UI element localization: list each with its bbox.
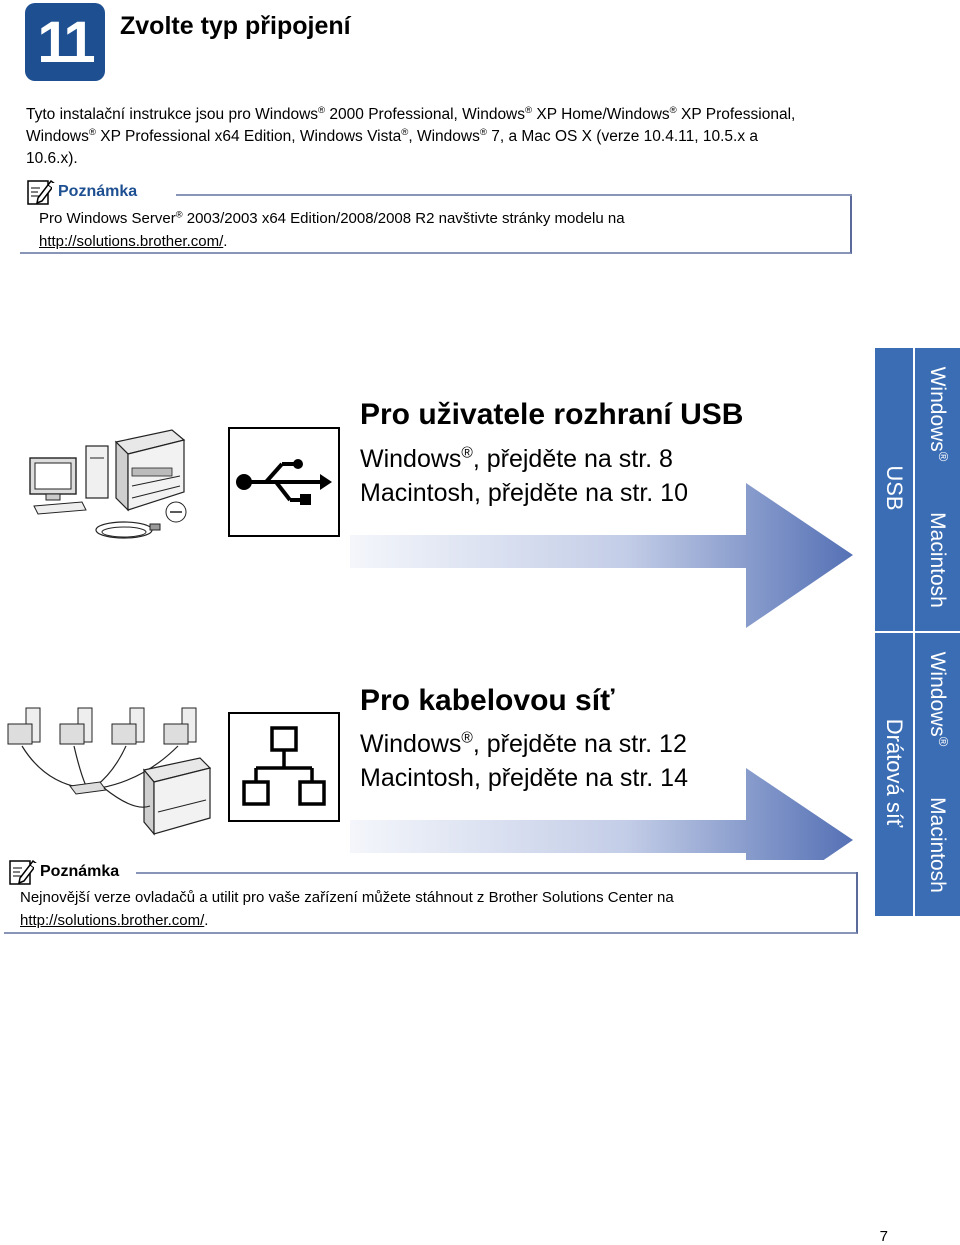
registered-mark: ®	[525, 105, 533, 117]
printer-network-illustration	[4, 702, 214, 847]
windows-label: Windows	[360, 445, 462, 473]
intro-text: XP Professional x64 Edition, Windows Vis…	[95, 128, 402, 145]
tab-lan-label: Drátová síť	[882, 718, 907, 828]
note-text-part: Pro Windows Server	[39, 210, 176, 227]
intro-text: Tyto instalační instrukce jsou pro Windo…	[26, 106, 319, 123]
intro-text: XP Professional,	[676, 106, 796, 123]
intro-text: XP Home/Windows	[532, 106, 670, 123]
lan-windows-link[interactable]: Windows®, přejděte na str. 12	[360, 727, 687, 761]
network-symbol-icon	[228, 712, 340, 822]
tab-usb-macintosh: Macintosh	[926, 512, 949, 608]
windows-label: Windows	[360, 730, 462, 758]
lan-option-title: Pro kabelovou síť	[360, 684, 615, 717]
registered-mark: ®	[669, 105, 677, 117]
step-number: 11	[37, 9, 95, 75]
note-top-rule	[136, 872, 856, 874]
tab-lan[interactable]: Drátová síť	[875, 633, 913, 916]
printer-pc-usb-illustration	[24, 410, 224, 555]
tab-usb[interactable]: USB	[875, 348, 913, 631]
note-text: Nejnovější verze ovladačů a utilit pro v…	[20, 886, 850, 932]
intro-text: 2000 Professional, Windows	[325, 106, 526, 123]
step-number-badge: 11	[25, 3, 105, 81]
tab-lan-macintosh: Macintosh	[926, 797, 949, 893]
page-number: 7	[879, 1228, 888, 1245]
note-box-server	[20, 194, 852, 254]
note-pencil-icon	[26, 176, 57, 211]
note-text-part: .	[223, 233, 228, 250]
lan-arrow	[350, 768, 853, 860]
page-ref: , přejděte na str. 12	[472, 730, 687, 758]
note-text: Pro Windows Server® 2003/2003 x64 Editio…	[39, 207, 839, 253]
note-top-rule	[176, 194, 852, 196]
tab-usb-os[interactable]: Windows® Macintosh	[915, 348, 960, 631]
intro-text: , Windows	[408, 128, 480, 145]
usb-macintosh-link[interactable]: Macintosh, přejděte na str. 10	[360, 479, 688, 507]
note-heading: Poznámka	[52, 183, 144, 201]
note-text-part: Nejnovější verze ovladačů a utilit pro v…	[20, 889, 674, 906]
registered-mark: ®	[461, 444, 473, 462]
tab-lan-windows: Windows®	[926, 651, 951, 747]
note-pencil-icon	[8, 856, 39, 891]
lan-macintosh-link[interactable]: Macintosh, přejděte na str. 14	[360, 764, 688, 792]
intro-text: Windows	[26, 128, 89, 145]
tab-usb-windows: Windows®	[926, 366, 951, 462]
tab-usb-label: USB	[882, 465, 907, 511]
usb-arrow	[350, 483, 853, 628]
note-text-part: 2003/2003 x64 Edition/2008/2008 R2 navšt…	[182, 210, 625, 227]
intro-paragraph: Tyto instalační instrukce jsou pro Windo…	[26, 104, 886, 170]
registered-mark: ®	[88, 127, 96, 139]
page-ref: , přejděte na str. 8	[472, 445, 673, 473]
usb-option-title: Pro uživatele rozhraní USB	[360, 398, 744, 431]
registered-mark: ®	[318, 105, 326, 117]
intro-text: 7, a Mac OS X (verze 10.4.11, 10.5.x a	[486, 128, 759, 145]
registered-mark: ®	[479, 127, 487, 139]
registered-mark: ®	[401, 127, 409, 139]
registered-mark: ®	[175, 209, 183, 220]
intro-text: 10.6.x).	[26, 150, 78, 167]
registered-mark: ®	[461, 729, 473, 747]
option-arrows	[350, 483, 853, 860]
brother-solutions-link[interactable]: http://solutions.brother.com/	[39, 233, 224, 250]
note-text-part: .	[204, 912, 209, 929]
brother-solutions-link[interactable]: http://solutions.brother.com/	[20, 912, 205, 929]
page-title: Zvolte typ připojení	[120, 12, 351, 40]
note-heading: Poznámka	[34, 863, 126, 881]
usb-symbol-icon	[228, 427, 340, 537]
tab-lan-os[interactable]: Windows® Macintosh	[915, 633, 960, 916]
usb-windows-link[interactable]: Windows®, přejděte na str. 8	[360, 442, 673, 476]
note-box-download	[4, 872, 858, 934]
